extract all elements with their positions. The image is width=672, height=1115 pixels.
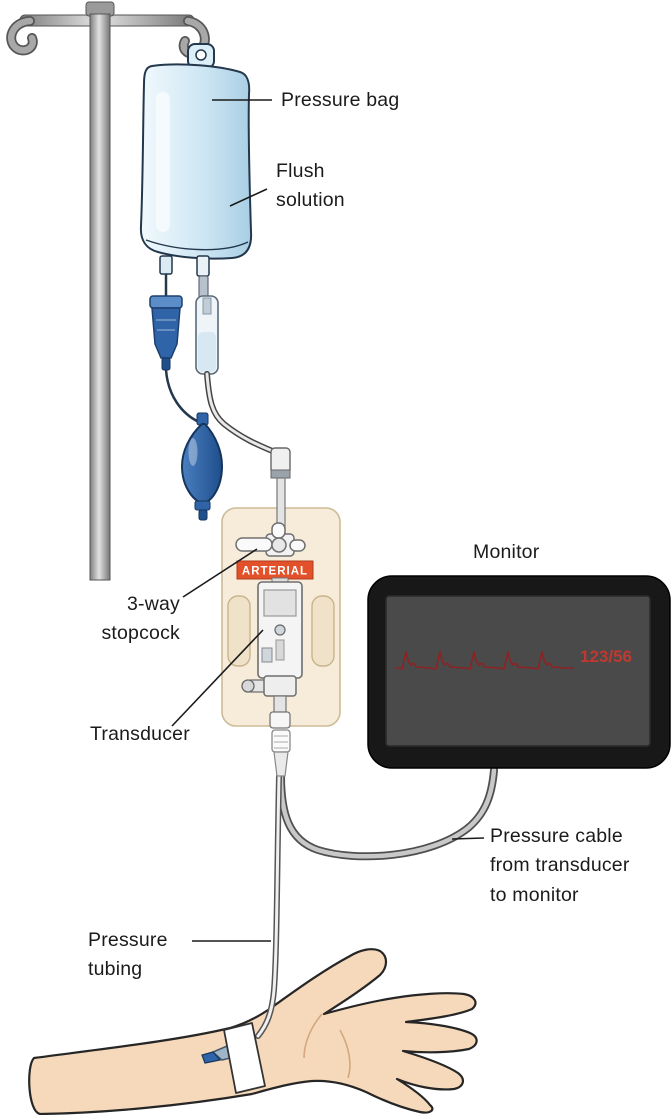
connector-taper <box>273 751 289 777</box>
transducer-body <box>257 577 303 679</box>
wrist-tape-band <box>223 1022 266 1094</box>
label-stopcock-line2: stopcock <box>101 622 180 645</box>
leader-flush-solution <box>229 188 268 207</box>
connector-ridges <box>274 735 288 749</box>
panel-pad-right <box>311 595 335 667</box>
label-stopcock-line1: 3-way <box>126 593 180 615</box>
label-cable-line1: Pressure cable <box>490 825 623 847</box>
label-flush-line1: Flush <box>276 160 325 182</box>
ribbed-connector <box>271 729 291 753</box>
spike-connector <box>198 275 209 299</box>
line-connector-band <box>270 469 291 479</box>
inflation-line <box>149 274 224 521</box>
bulb-valve-tip <box>198 509 208 521</box>
transducer-window <box>263 589 297 617</box>
bulb-valve <box>194 500 211 511</box>
label-tubing-line2: tubing <box>88 958 143 981</box>
lower-stopcock-stem <box>273 695 287 713</box>
chamber-spike <box>202 297 212 315</box>
label-flush-solution: Flush solution <box>276 157 345 216</box>
luer-collar <box>269 711 291 729</box>
lower-stopcock-cap <box>241 679 255 693</box>
label-transducer-text: Transducer <box>90 723 190 745</box>
label-pressure-bag: Pressure bag <box>281 86 399 115</box>
roller-clamp <box>151 307 181 359</box>
label-pressure-cable: Pressure cable from transducer to monito… <box>490 822 630 910</box>
label-flush-line2: solution <box>276 189 345 212</box>
pressure-tubing-graphic <box>256 774 281 1038</box>
drip-chamber <box>195 295 219 375</box>
stopcock-hub <box>271 537 287 553</box>
transducer-dome <box>274 624 286 636</box>
pressure-cable-outline <box>277 766 498 861</box>
transducer-side-port <box>261 647 273 663</box>
stopcock-handle-left <box>235 537 273 552</box>
monitor-screen <box>385 595 651 747</box>
transducer-channel <box>275 639 285 661</box>
pressure-bag-graphic <box>139 43 253 299</box>
bag-fold-line <box>145 239 249 251</box>
label-stopcock: 3-way stopcock <box>62 590 180 649</box>
thumb-crease <box>303 1013 323 1059</box>
leader-lines <box>171 99 485 942</box>
chamber-fluid <box>198 332 216 372</box>
stopcock-handle-right <box>289 539 306 552</box>
leader-transducer <box>171 629 264 727</box>
arterial-tag-text: ARTERIAL <box>242 566 308 578</box>
stopcock-handle-top <box>271 522 286 539</box>
transducer-assembly: ARTERIAL <box>221 447 341 777</box>
leader-stopcock <box>182 548 258 598</box>
left-hook-icon <box>8 17 37 54</box>
arterial-waveform <box>395 651 574 670</box>
tubing-connector <box>271 729 291 777</box>
monitor-graphic: 123/56 <box>367 575 671 769</box>
label-monitor: Monitor <box>473 538 539 567</box>
lower-stopcock-body <box>263 675 297 697</box>
lower-stopcock <box>241 675 297 729</box>
flush-tube <box>205 372 279 455</box>
label-monitor-text: Monitor <box>473 541 540 563</box>
pole-shaft <box>89 13 111 581</box>
bag-highlight <box>156 92 170 232</box>
bag-port-left <box>159 255 173 275</box>
bulb-highlight <box>188 438 198 466</box>
clamp-ridges <box>156 319 176 331</box>
palm-crease <box>339 1029 351 1079</box>
monitor-reading: 123/56 <box>580 647 632 666</box>
label-transducer: Transducer <box>90 720 190 749</box>
label-cable-line3: to monitor <box>490 883 579 906</box>
catheter-tip <box>201 1051 222 1064</box>
inflation-tube-lower <box>164 369 200 424</box>
flush-tubing <box>204 371 280 456</box>
clamp-cap <box>149 295 183 309</box>
clamp-tip <box>161 357 171 371</box>
pressure-cable-graphic <box>278 767 497 859</box>
squeeze-bulb <box>180 423 224 505</box>
label-tubing-line1: Pressure <box>88 929 168 951</box>
leader-pressure-cable <box>451 837 485 840</box>
label-pressure-bag-text: Pressure bag <box>281 89 400 111</box>
three-way-stopcock <box>235 522 306 557</box>
label-cable-line2: from transducer <box>490 854 630 877</box>
bag-port-right <box>196 255 210 277</box>
bag-hang-hole <box>195 49 207 61</box>
flush-tube-outline <box>204 371 280 456</box>
label-pressure-tubing: Pressure tubing <box>88 926 168 985</box>
